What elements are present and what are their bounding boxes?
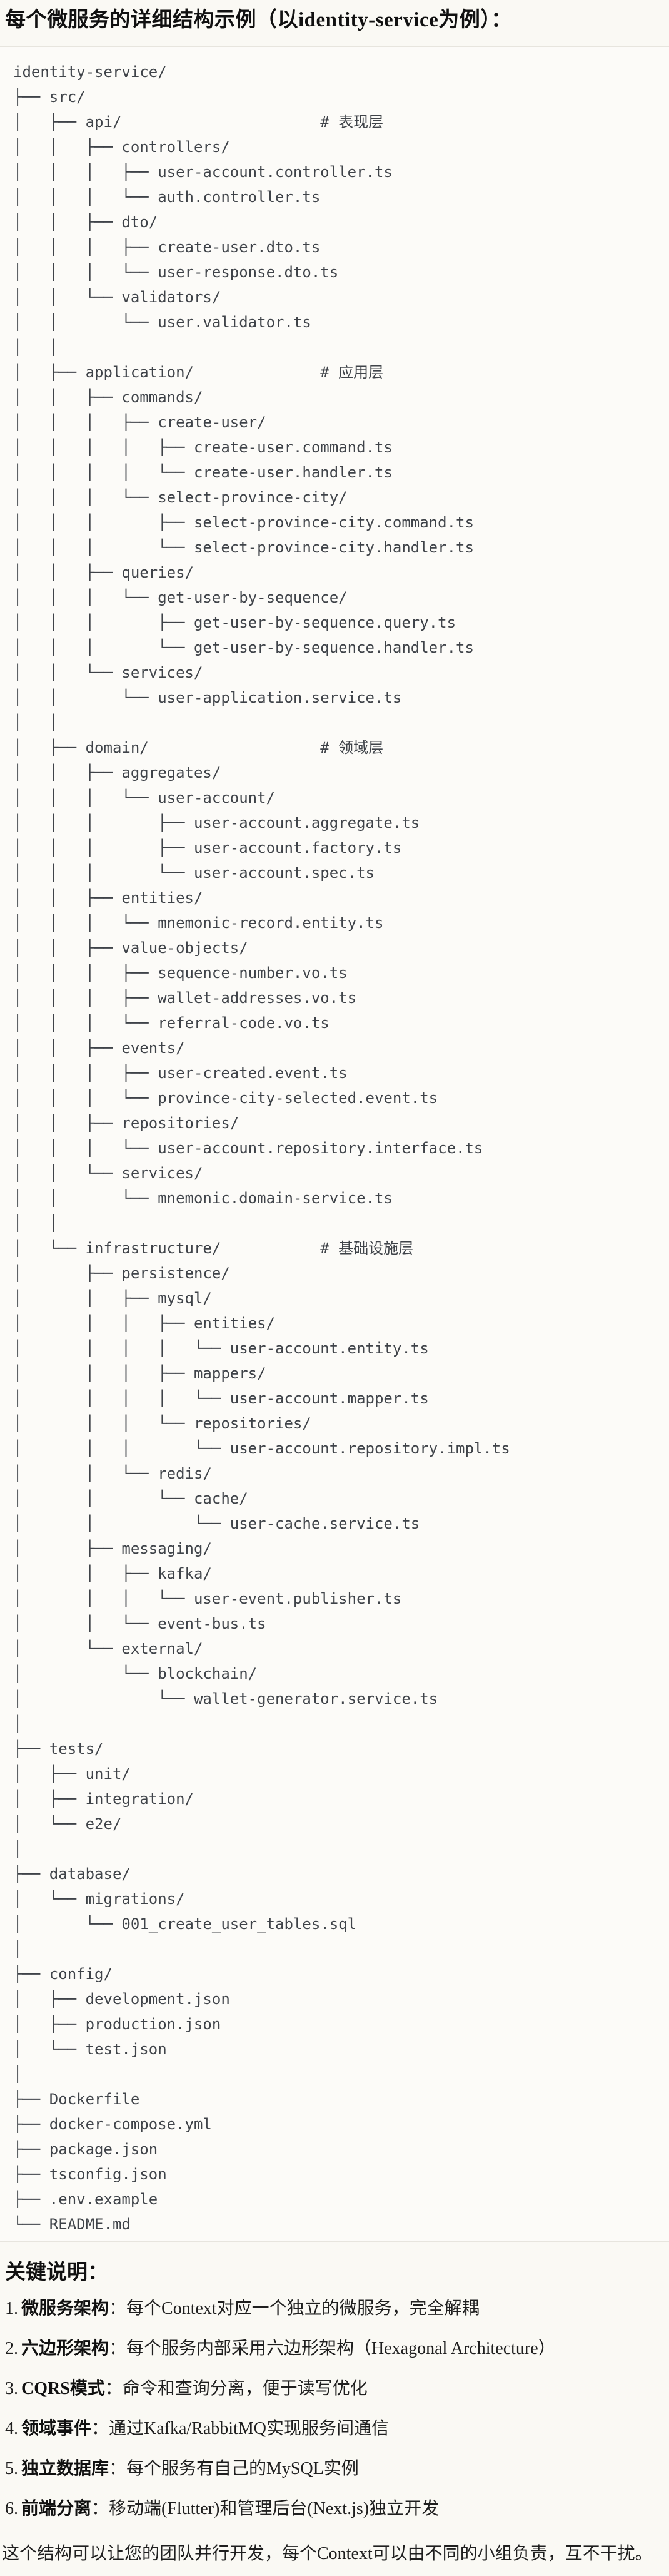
notes-list: 1.微服务架构：每个Context对应一个独立的微服务，完全解耦 2.六边形架构… (0, 2297, 669, 2521)
note-number: 1. (5, 2299, 18, 2318)
note-text: ：移动端(Flutter)和管理后台(Next.js)独立开发 (91, 2499, 440, 2518)
note-number: 6. (5, 2499, 18, 2518)
note-item-independent-db: 5.独立数据库：每个服务有自己的MySQL实例 (5, 2457, 669, 2481)
note-text: ：命令和查询分离，便于读写优化 (104, 2379, 368, 2398)
note-text: ：每个Context对应一个独立的微服务，完全解耦 (109, 2299, 480, 2318)
note-item-domain-events: 4.领域事件：通过Kafka/RabbitMQ实现服务间通信 (5, 2417, 669, 2441)
page-title: 每个微服务的详细结构示例（以identity-service为例）： (5, 9, 512, 31)
note-label: 微服务架构 (21, 2299, 109, 2318)
notes-heading: 关键说明： (5, 2261, 108, 2284)
note-item-frontend-split: 6.前端分离：移动端(Flutter)和管理后台(Next.js)独立开发 (5, 2497, 669, 2521)
directory-tree: identity-service/ ├── src/ │ ├── api/ # … (13, 63, 510, 2233)
note-text: ：每个服务有自己的MySQL实例 (109, 2459, 359, 2478)
note-label: 六边形架构 (21, 2339, 109, 2358)
note-number: 4. (5, 2419, 18, 2438)
note-item-cqrs: 3.CQRS模式：命令和查询分离，便于读写优化 (5, 2377, 669, 2401)
note-label: CQRS模式 (21, 2379, 105, 2398)
note-label: 独立数据库 (21, 2459, 109, 2478)
note-label: 领域事件 (21, 2419, 92, 2438)
code-block: identity-service/ ├── src/ │ ├── api/ # … (0, 46, 669, 2242)
note-number: 2. (5, 2339, 18, 2358)
note-item-hexagonal: 2.六边形架构：每个服务内部采用六边形架构（Hexagonal Architec… (5, 2337, 669, 2361)
note-number: 5. (5, 2459, 18, 2478)
note-item-microservice: 1.微服务架构：每个Context对应一个独立的微服务，完全解耦 (5, 2297, 669, 2321)
note-text: ：通过Kafka/RabbitMQ实现服务间通信 (91, 2419, 389, 2438)
note-number: 3. (5, 2379, 18, 2398)
note-text: ：每个服务内部采用六边形架构（Hexagonal Architecture） (109, 2339, 556, 2358)
closing-paragraph: 这个结构可以让您的团队并行开发，每个Context可以由不同的小组负责，互不干扰… (2, 2544, 653, 2563)
note-label: 前端分离 (21, 2499, 92, 2518)
